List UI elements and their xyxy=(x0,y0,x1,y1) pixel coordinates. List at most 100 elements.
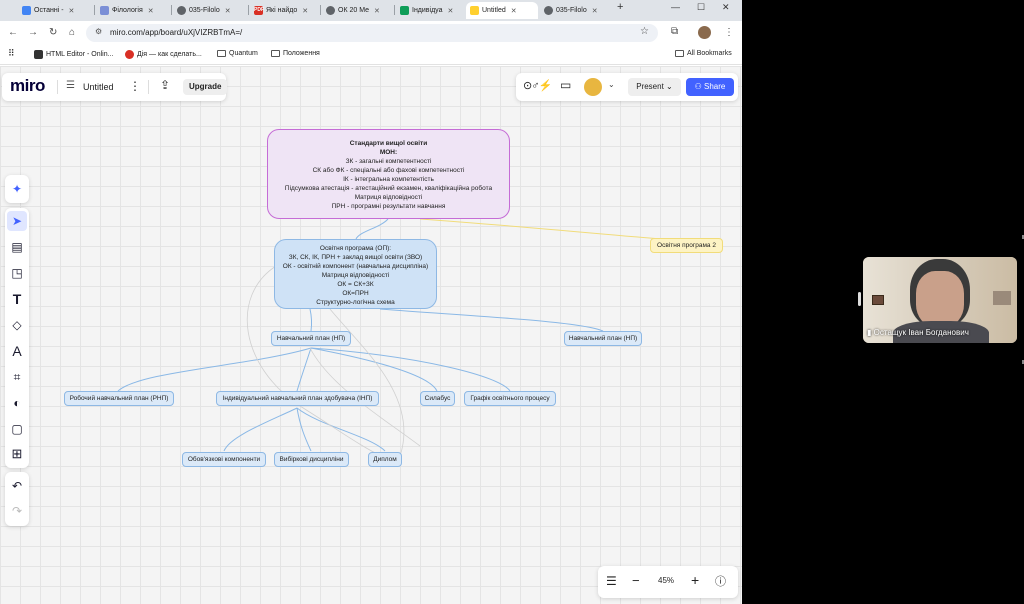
wall-picture xyxy=(993,291,1011,305)
more-options-icon[interactable]: ⋮ xyxy=(129,79,141,93)
node-schedule[interactable]: Графік освітнього процесу xyxy=(464,391,556,406)
pen-icon[interactable]: A xyxy=(12,343,22,359)
back-icon[interactable]: ← xyxy=(8,27,18,38)
profile-avatar[interactable] xyxy=(698,26,711,39)
bookmark-polozhennia[interactable]: Положення xyxy=(271,50,320,57)
menu-icon[interactable]: ⋮ xyxy=(724,27,734,38)
chevron-down-icon[interactable]: ⌄ xyxy=(608,80,615,89)
bookmark-diia[interactable]: Дія — как сделать... xyxy=(125,50,202,59)
globe-icon xyxy=(177,6,186,15)
browser-toolbar: ← → ↻ ⌂ ⚙ miro.com/app/board/uXjVIZRBTmA… xyxy=(0,21,742,45)
upgrade-button[interactable]: Upgrade xyxy=(183,79,228,95)
close-window-button[interactable]: ✕ xyxy=(722,2,730,12)
minimize-button[interactable]: — xyxy=(671,2,680,12)
close-icon[interactable]: ✕ xyxy=(224,7,231,15)
bookmark-quantum[interactable]: Quantum xyxy=(217,50,258,57)
close-icon[interactable]: ✕ xyxy=(374,7,380,15)
close-icon[interactable]: ✕ xyxy=(302,7,309,15)
reload-icon[interactable]: ↻ xyxy=(49,27,58,38)
miro-board-canvas[interactable]: Стандарти вищої освіти МОН: ЗК - загальн… xyxy=(0,66,742,604)
resize-handle[interactable] xyxy=(858,292,861,306)
video-call-pane: ▮ Остащук Іван Богданович xyxy=(742,0,1024,604)
text-icon[interactable]: T xyxy=(12,291,22,307)
close-icon[interactable]: ✕ xyxy=(510,7,517,15)
new-tab-button[interactable]: + xyxy=(617,1,624,13)
tab-6-active[interactable]: Untitled✕ xyxy=(466,2,538,19)
left-toolbar: ➤ ▤ ◳ T ◇ A ⌗ ◐ ▢ ⊞ xyxy=(5,208,29,468)
node-diploma[interactable]: Диплом xyxy=(368,452,402,467)
node-curriculum[interactable]: Навчальний план (НП) xyxy=(271,331,351,346)
collaborator-avatar[interactable] xyxy=(584,78,602,96)
bookmark-html-editor[interactable]: HTML Editor - Onlin... xyxy=(34,50,113,59)
node-educational-program-2[interactable]: Освітня програма 2 xyxy=(650,238,723,253)
root-node-higher-education-standards[interactable]: Стандарти вищої освіти МОН: ЗК - загальн… xyxy=(267,129,510,219)
node-elective-disciplines[interactable]: Вибіркові дисципліни xyxy=(274,452,349,467)
export-icon[interactable]: ⇪ xyxy=(160,78,171,92)
tab-2[interactable]: 035-Filolo✕ xyxy=(173,2,247,19)
url-text: miro.com/app/board/uXjVIZRBTmA=/ xyxy=(110,28,243,37)
globe-icon xyxy=(326,6,335,15)
connector-np-syllabus xyxy=(310,347,438,392)
tab-0[interactable]: Останні -✕ xyxy=(18,2,93,19)
miro-logo[interactable]: miro xyxy=(10,76,45,95)
all-bookmarks[interactable]: All Bookmarks xyxy=(675,50,732,57)
close-icon[interactable]: ✕ xyxy=(591,7,598,15)
wall-picture xyxy=(872,295,884,305)
frame-icon[interactable]: ⌗ xyxy=(13,369,21,384)
node-working-curriculum[interactable]: Робочий навчальний план (РНП) xyxy=(64,391,174,406)
comments-icon[interactable]: ▭ xyxy=(560,78,572,92)
forward-icon[interactable]: → xyxy=(28,27,38,38)
address-bar[interactable]: ⚙ miro.com/app/board/uXjVIZRBTmA=/ ☆ xyxy=(86,24,658,42)
templates-icon[interactable]: ▤ xyxy=(11,240,23,254)
participant-video[interactable]: ▮ Остащук Іван Богданович xyxy=(863,257,1017,343)
extensions-icon[interactable]: ⧉ xyxy=(671,26,679,37)
connector-np-rnp xyxy=(117,347,312,392)
zoom-out-button[interactable]: − xyxy=(632,573,640,588)
present-button[interactable]: Present ⌄ xyxy=(628,78,681,96)
sticky-note-icon[interactable]: ◳ xyxy=(11,266,23,280)
star-icon[interactable]: ☆ xyxy=(640,26,649,37)
redo-icon[interactable]: ↷ xyxy=(11,504,23,518)
undo-icon[interactable]: ↶ xyxy=(11,479,23,493)
maximize-button[interactable]: ☐ xyxy=(697,2,706,12)
board-menu-icon[interactable]: ☰ xyxy=(66,80,75,91)
connector-root-op2 xyxy=(419,218,687,242)
apps-icon[interactable]: ⠿ xyxy=(8,48,15,58)
connector-inp-mandatory xyxy=(223,407,298,452)
tab-4[interactable]: ОК 20 Ме✕ xyxy=(322,2,394,19)
site-settings-icon[interactable]: ⚙ xyxy=(95,27,103,36)
palette-icon[interactable]: ◐ xyxy=(13,396,21,410)
close-icon[interactable]: ✕ xyxy=(147,7,154,15)
add-more-icon[interactable]: ⊞ xyxy=(11,446,23,461)
share-button[interactable]: ⚇ Share xyxy=(686,78,734,96)
tab-1[interactable]: Філологія✕ xyxy=(96,2,170,19)
help-icon[interactable]: ⓘ xyxy=(715,576,726,588)
board-title[interactable]: Untitled xyxy=(83,82,114,92)
zoom-in-button[interactable]: + xyxy=(691,572,700,588)
tab-7[interactable]: 035-Filolo✕ xyxy=(540,2,614,19)
home-icon[interactable]: ⌂ xyxy=(69,27,76,38)
connector-op-np2 xyxy=(379,308,604,332)
reactions-icon[interactable]: ⊙♂⚡ xyxy=(523,80,552,92)
miro-icon xyxy=(470,6,479,15)
folder-icon xyxy=(675,50,684,57)
tab-5[interactable]: Індивідуа✕ xyxy=(396,2,466,19)
list-icon[interactable]: ☰ xyxy=(606,574,617,588)
site-icon xyxy=(125,50,134,59)
node-curriculum-2[interactable]: Навчальний план (НП) xyxy=(564,331,642,346)
node-individual-plan[interactable]: Індивідуальний навчальний план здобувача… xyxy=(216,391,379,406)
ai-sparkle-icon[interactable]: ✦ xyxy=(11,182,23,196)
connector-inp-diploma xyxy=(296,407,386,452)
node-educational-program[interactable]: Освітня програма (ОП): ЗК, СК, ІК, ПРН +… xyxy=(274,239,437,309)
comment-icon[interactable]: ▢ xyxy=(11,422,23,436)
close-icon[interactable]: ✕ xyxy=(68,7,75,15)
select-cursor-icon[interactable]: ➤ xyxy=(7,211,27,231)
node-mandatory-components[interactable]: Обов'язкові компоненти xyxy=(182,452,266,467)
shapes-icon[interactable]: ◇ xyxy=(12,318,22,332)
connector-op-np xyxy=(309,308,313,332)
node-syllabus[interactable]: Силабус xyxy=(420,391,455,406)
zoom-level[interactable]: 45% xyxy=(658,576,675,585)
close-icon[interactable]: ✕ xyxy=(447,7,454,15)
